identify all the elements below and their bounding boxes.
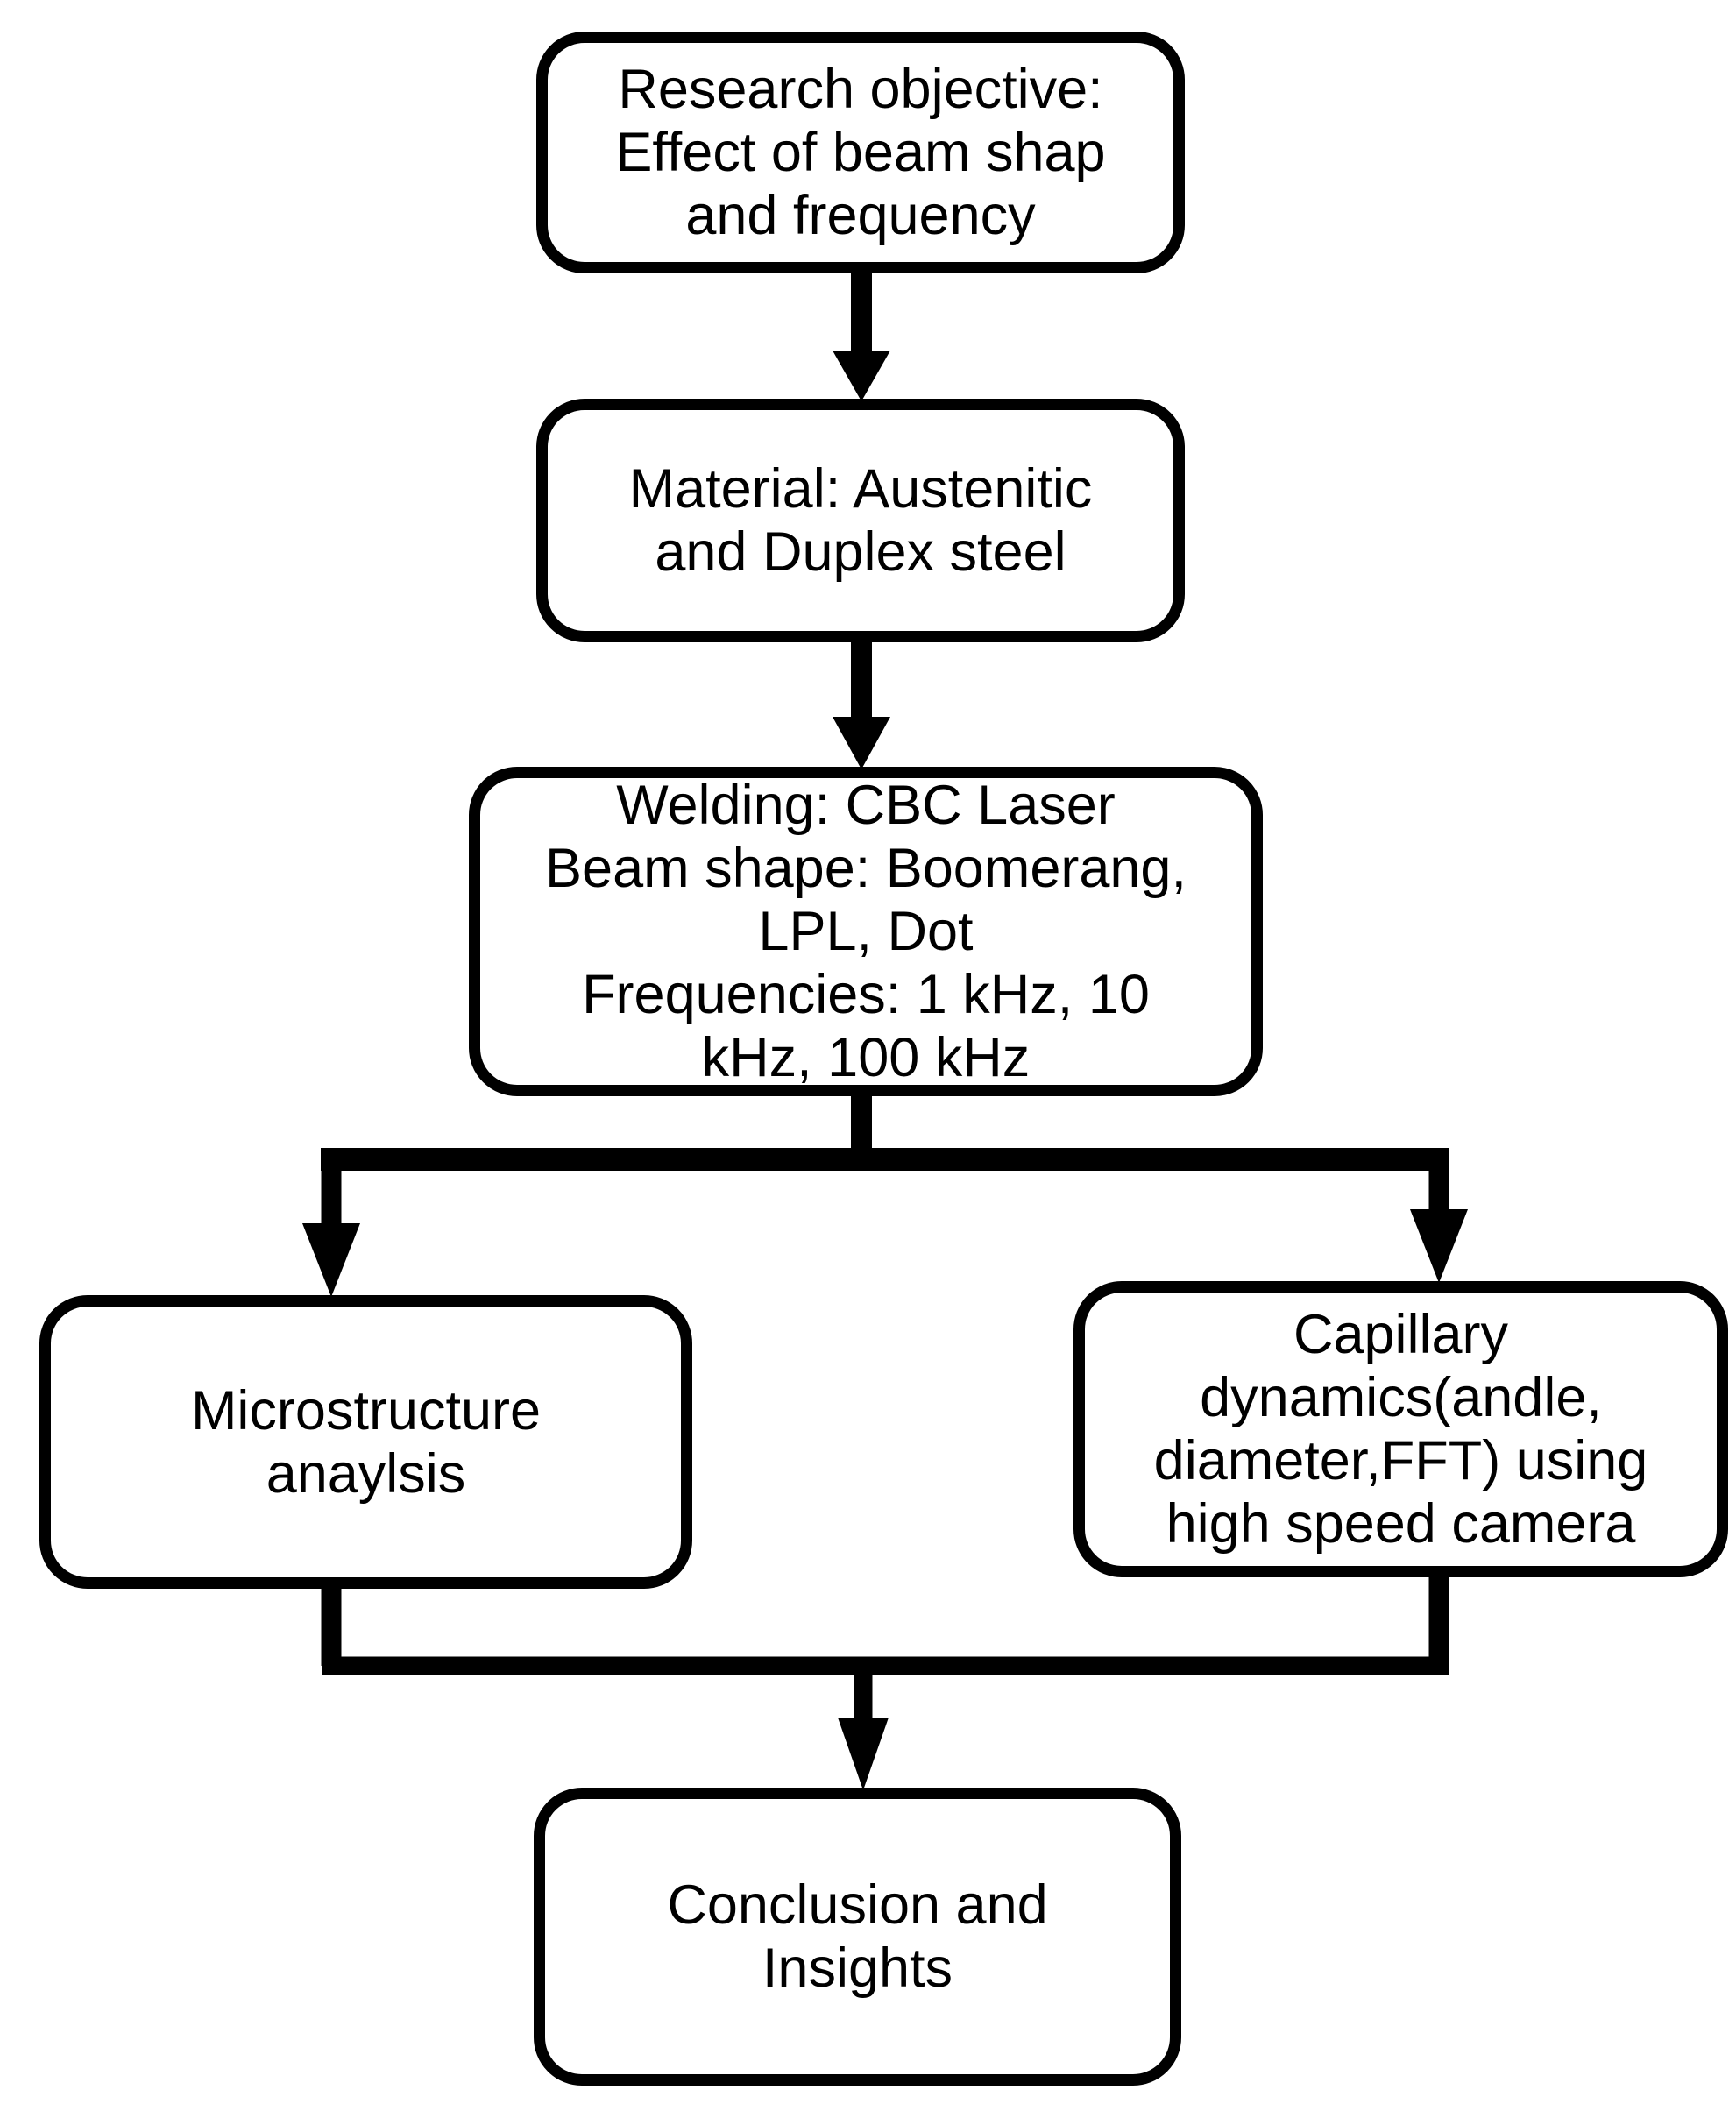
node-conclusion-insights: Conclusion and Insights	[534, 1788, 1181, 2086]
connector-branch	[321, 1090, 1449, 1171]
connector-join	[321, 1571, 1449, 1675]
node-research-objective: Research objective: Effect of beam shap …	[536, 32, 1185, 273]
node-welding-parameters-text: Welding: CBC Laser Beam shape: Boomerang…	[545, 775, 1187, 1088]
node-capillary-dynamics-text: Capillary dynamics(andle, diameter,FFT) …	[1153, 1304, 1648, 1555]
node-material: Material: Austenitic and Duplex steel	[536, 399, 1185, 642]
arrow-join-to-conclusion	[838, 1666, 889, 1790]
arrow-branch-to-microstructure	[302, 1155, 360, 1297]
node-welding-parameters: Welding: CBC Laser Beam shape: Boomerang…	[469, 767, 1263, 1096]
node-capillary-dynamics: Capillary dynamics(andle, diameter,FFT) …	[1073, 1281, 1728, 1577]
arrow-material-to-welding	[833, 637, 890, 769]
node-material-text: Material: Austenitic and Duplex steel	[628, 458, 1093, 583]
node-microstructure-analysis: Microstructure anaylsis	[39, 1295, 692, 1589]
arrow-branch-to-capillary	[1410, 1155, 1468, 1283]
node-microstructure-analysis-text: Microstructure anaylsis	[190, 1379, 542, 1505]
node-conclusion-insights-text: Conclusion and Insights	[667, 1874, 1048, 1999]
node-research-objective-text: Research objective: Effect of beam shap …	[615, 59, 1106, 246]
arrow-research-to-material	[833, 267, 890, 401]
